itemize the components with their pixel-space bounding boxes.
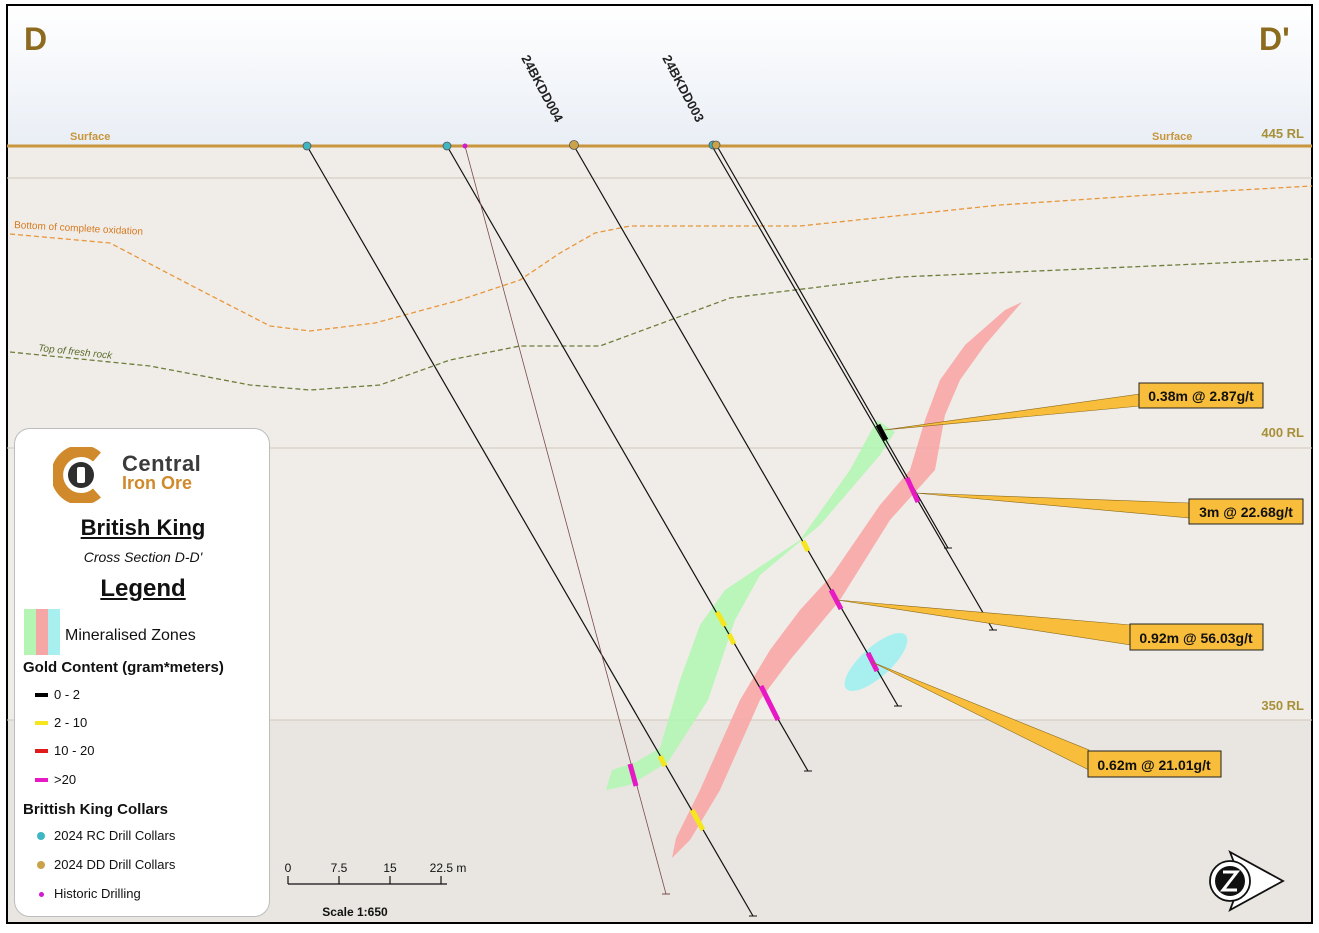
intercept-callout-1 bbox=[1138, 382, 1264, 409]
intercept-label-3: 0.92m @ 56.03g/t bbox=[1139, 630, 1253, 646]
drill-trace-rc-1 bbox=[306, 145, 754, 917]
scale-tick-0: 0 bbox=[285, 861, 292, 875]
gold-interval-gt20 bbox=[904, 476, 921, 504]
north-arrow-icon bbox=[1209, 850, 1285, 912]
gold-interval-2-10 bbox=[714, 610, 728, 628]
collars-heading: Brittish King Collars bbox=[23, 801, 169, 818]
mineralised-zone-red bbox=[672, 302, 1022, 858]
legend-heading: Legend bbox=[100, 575, 186, 602]
zone-swatch-red bbox=[36, 609, 48, 655]
gold-interval-2-10 bbox=[800, 539, 811, 553]
sky-background bbox=[7, 5, 1312, 146]
collar-dd-24bkdd004 bbox=[569, 140, 579, 150]
intercept-label-2: 3m @ 22.68g/t bbox=[1199, 504, 1293, 520]
zone-swatch-cyan bbox=[48, 609, 60, 655]
rl-label-445: 445 RL bbox=[1261, 126, 1304, 141]
mineralised-zone-cyan bbox=[844, 633, 908, 691]
zones-label: Mineralised Zones bbox=[65, 627, 196, 644]
gold-interval-gt20 bbox=[758, 684, 781, 722]
collar-historic bbox=[462, 143, 468, 149]
rl-label-350: 350 RL bbox=[1261, 698, 1304, 713]
scale-tick-1: 7.5 bbox=[331, 861, 348, 875]
section-label-left: D bbox=[24, 21, 47, 57]
intercept-callout-2 bbox=[1188, 498, 1304, 525]
gold-interval-2-10 bbox=[726, 632, 737, 646]
drill-trace-24bkdd004 bbox=[573, 145, 899, 707]
gold-interval-2-10 bbox=[657, 754, 668, 768]
intercept-callout-4 bbox=[1087, 750, 1222, 778]
drill-trace-rc-2 bbox=[446, 145, 809, 772]
intercept-label-4: 0.62m @ 21.01g/t bbox=[1097, 757, 1211, 773]
logo-text-iron-ore: Iron Ore bbox=[122, 473, 193, 493]
mineralised-zone-green bbox=[606, 420, 895, 790]
zone-swatch-green bbox=[24, 609, 36, 655]
gold-interval-gt20 bbox=[627, 763, 639, 787]
legend-panel: Central Iron Ore British King Cross Sect… bbox=[14, 428, 270, 917]
section-label-right: D' bbox=[1259, 21, 1290, 57]
rl-label-400: 400 RL bbox=[1261, 425, 1304, 440]
frame-border bbox=[6, 4, 1313, 924]
intercept-callout-3 bbox=[1129, 623, 1264, 651]
legend-project-title: British King bbox=[80, 515, 206, 540]
gold-interval-2-10 bbox=[689, 808, 706, 832]
scale-tick-2: 15 bbox=[383, 861, 397, 875]
gold-interval-0-2 bbox=[875, 423, 889, 442]
collar-rc bbox=[302, 141, 312, 151]
drill-trace-24bkdd003-a bbox=[711, 145, 994, 631]
collar-rc bbox=[442, 141, 452, 151]
company-logo: Central Iron Ore bbox=[53, 447, 233, 507]
logo-mark-icon bbox=[53, 447, 101, 503]
fresh-rock-horizon bbox=[9, 258, 1313, 391]
gold-content-heading: Gold Content (gram*meters) bbox=[23, 659, 224, 676]
intercept-label-1: 0.38m @ 2.87g/t bbox=[1148, 388, 1254, 404]
surface-label-left: Surface bbox=[70, 131, 110, 143]
gold-interval-gt20 bbox=[828, 588, 844, 611]
legend-section-subtitle: Cross Section D-D' bbox=[83, 549, 203, 565]
scale-label: Scale 1:650 bbox=[322, 905, 388, 919]
oxidation-horizon bbox=[9, 185, 1313, 332]
logo-text-central: Central bbox=[122, 451, 202, 476]
surface-label-right: Surface bbox=[1152, 131, 1192, 143]
collar-dd-24bkdd003 bbox=[711, 140, 721, 150]
scale-tick-3: 22.5 m bbox=[430, 861, 467, 875]
scale-bar bbox=[287, 876, 447, 885]
